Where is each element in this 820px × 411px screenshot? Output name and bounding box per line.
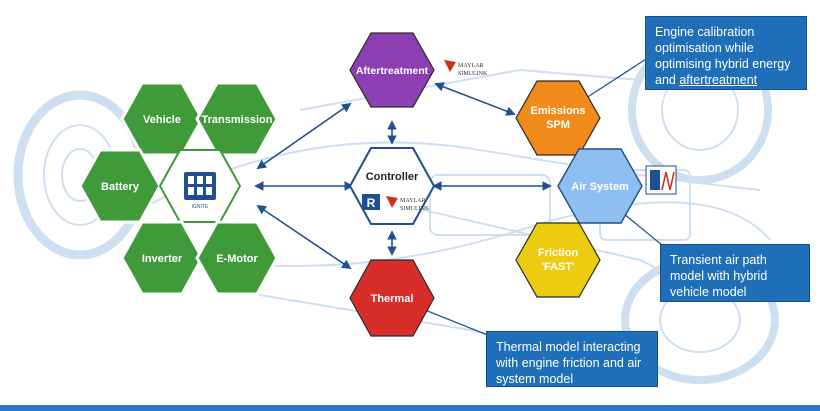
wave-logo [645,165,677,195]
callout-engine-calibration: Engine calibration optimisation while op… [645,16,807,103]
label-transmission: Transmission [202,114,273,126]
ignite-logo: IGNITE [184,172,216,210]
label-emotor: E-Motor [216,253,258,265]
callout-thermal-model: Thermal model interacting with engine fr… [486,331,658,387]
svg-text:IGNITE: IGNITE [192,204,209,210]
hex-thermal[interactable] [349,259,435,337]
maylar-simulink-logo-controller: MAYLAR SIMULINK [386,196,430,212]
label-vehicle: Vehicle [143,114,181,126]
label-thermal: Thermal [371,293,414,305]
svg-text:R: R [367,196,376,210]
hex-emissions[interactable] [515,80,601,156]
bottom-bar [0,405,820,411]
label-emissions-1: Emissions [530,105,585,117]
arrow-hybrid-thermal [256,204,352,270]
hex-labels: Vehicle Transmission Battery Inverter E-… [101,65,629,305]
label-airsystem: Air System [571,181,629,193]
label-aftertreatment: Aftertreatment [356,65,429,77]
maylar-simulink-logo-top: MAYLAR SIMULINK [444,60,488,77]
label-controller: Controller [366,171,419,183]
connector-arrows [254,82,552,270]
label-friction-2: 'FAST' [541,261,575,273]
label-emissions-2: SPM [546,119,570,131]
svg-text:MAYLAR: MAYLAR [400,198,425,204]
arrow-aftertreatment-emissions [434,82,516,116]
hex-controller[interactable] [348,147,436,225]
arrow-hybrid-aftertreatment [256,102,352,170]
hybrid-cluster [78,81,279,296]
callout-transient-air: Transient air path model with hybrid veh… [660,244,810,302]
hex-emotor[interactable] [195,220,279,296]
svg-text:SIMULINK: SIMULINK [458,71,488,77]
ricardo-logo: R [362,194,380,210]
svg-text:MAYLAR: MAYLAR [458,63,483,69]
label-inverter: Inverter [142,253,183,265]
hex-aftertreatment[interactable] [349,32,435,108]
label-battery: Battery [101,181,140,193]
label-friction-1: Friction [538,247,579,259]
hex-friction[interactable] [515,222,601,298]
svg-text:SIMULINK: SIMULINK [400,206,430,212]
